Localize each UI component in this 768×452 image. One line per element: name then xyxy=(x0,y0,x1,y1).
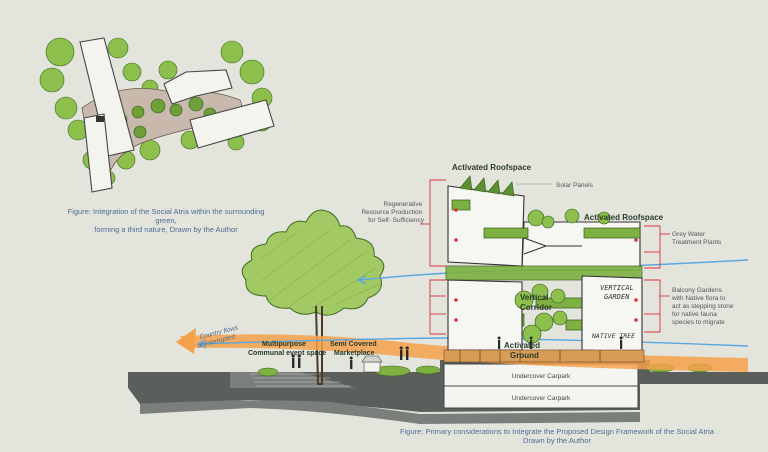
market-stall xyxy=(361,355,383,373)
carpark-lower xyxy=(443,385,639,409)
country-flow-arrowhead xyxy=(176,328,196,354)
leader-lines xyxy=(420,179,670,335)
corridor-trees xyxy=(514,208,611,344)
label-multipurpose: Multipurpose Communal event space xyxy=(248,341,326,357)
caption-section-line-1: Figure: Primary considerations to Integr… xyxy=(400,427,714,436)
label-activated-ground: Activated Ground xyxy=(504,341,542,360)
label-activated-roofspace-top: Activated Roofspace xyxy=(452,163,532,172)
caption-section-line-2: Drawn by the Author xyxy=(523,436,591,445)
ground-colonnade xyxy=(443,349,645,363)
label-semi-covered: Semi Covered Marketplace xyxy=(330,341,379,357)
label-carpark-lower: Undercover Carpark xyxy=(512,395,571,402)
caption-site-plan: Figure: Integration of the Social Atria … xyxy=(66,207,266,234)
label-balcony-gardens: Balcony Gardens with Native flora to act… xyxy=(671,287,735,326)
label-activated-roofspace-mid: Activated Roofspace xyxy=(584,213,664,222)
plan-buildings xyxy=(79,37,275,193)
label-native-tree: NATIVE TREE xyxy=(591,332,635,340)
site-plan xyxy=(39,37,275,193)
label-grey-water: Grey Water Treatment Plants xyxy=(672,231,722,246)
plan-entry-marker xyxy=(96,116,104,122)
label-vertical-corridor: Vertical Corridor xyxy=(520,293,552,312)
people-figures xyxy=(291,336,623,369)
label-solar-panels: Solar Panels xyxy=(556,182,594,189)
building-section xyxy=(443,175,645,363)
caption-site-plan-line-2: forming a third nature, Drawn by the Aut… xyxy=(94,225,238,234)
label-carpark-upper: Undercover Carpark xyxy=(512,373,571,380)
caption-site-plan-line-1: Figure: Integration of the Social Atria … xyxy=(67,207,265,225)
label-vertical-garden: VERTICAL GARDEN xyxy=(600,284,638,301)
tree-canopy xyxy=(241,209,385,316)
solar-panels xyxy=(459,175,515,197)
ground-section xyxy=(128,355,768,424)
label-regenerative: Regenerative Resource Production for Sel… xyxy=(361,201,424,224)
big-tree xyxy=(241,209,385,385)
caption-section: Figure: Primary considerations to Integr… xyxy=(392,427,722,445)
